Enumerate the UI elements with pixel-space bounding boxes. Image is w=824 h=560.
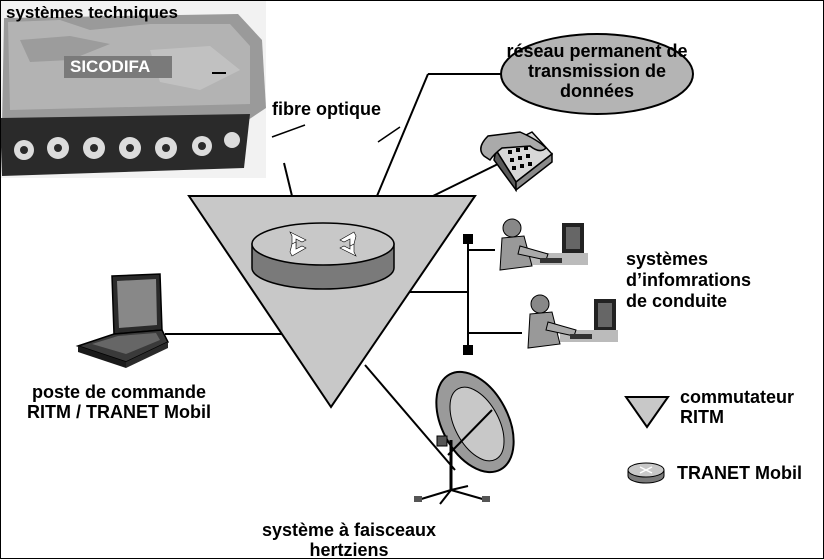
satellite-dish-image bbox=[414, 370, 515, 505]
telephone-image bbox=[480, 131, 554, 193]
sicodifa-label: SICODIFA bbox=[70, 57, 151, 76]
legend-router-label: TRANET Mobil bbox=[677, 463, 802, 483]
network-ellipse bbox=[500, 33, 694, 115]
info-systems-line-3: de conduite bbox=[626, 291, 728, 311]
radio-system-line-2: hertziens bbox=[309, 540, 389, 560]
network-label-line-2: transmission de bbox=[527, 61, 667, 81]
workstation-image-bottom bbox=[522, 292, 619, 356]
network-label: réseau permanent de transmission de donn… bbox=[501, 41, 693, 101]
legend-switch-icon bbox=[624, 396, 670, 429]
fibre-line-right bbox=[377, 126, 401, 143]
radio-system-label: système à faisceaux hertziens bbox=[236, 520, 462, 560]
radio-system-line-1: système à faisceaux bbox=[261, 520, 437, 540]
fibre-line-left bbox=[271, 124, 306, 138]
info-systems-line-2: d’infomrations bbox=[626, 270, 751, 290]
bus-terminator-top bbox=[463, 234, 473, 244]
fibre-optique-label: fibre optique bbox=[272, 99, 381, 119]
info-systems-label: systèmes d’infomrations de conduite bbox=[626, 249, 751, 312]
info-systems-line-1: systèmes bbox=[626, 249, 709, 269]
vehicle-top-label: systèmes techniques bbox=[6, 3, 178, 22]
legend-switch-line-2: RITM bbox=[680, 407, 724, 427]
tranet-router bbox=[251, 222, 395, 290]
line-to-dish bbox=[364, 364, 456, 471]
workstation-image-top bbox=[495, 214, 592, 278]
command-post-line-1: poste de commande bbox=[31, 382, 207, 402]
network-label-line-3: données bbox=[559, 81, 634, 101]
legend-switch-line-1: commutateur bbox=[680, 387, 795, 407]
command-post-label: poste de commande RITM / TRANET Mobil bbox=[6, 382, 232, 422]
line-to-network bbox=[376, 73, 429, 197]
legend-switch-label: commutateur RITM bbox=[680, 387, 794, 427]
laptop-image bbox=[75, 273, 170, 368]
legend-router-icon bbox=[627, 462, 665, 484]
command-post-line-2: RITM / TRANET Mobil bbox=[27, 402, 211, 422]
sicodifa-label-background bbox=[64, 56, 172, 78]
network-label-line-1: réseau permanent de bbox=[506, 41, 688, 61]
bus-terminator-bottom bbox=[463, 345, 473, 355]
line-to-telephone bbox=[432, 162, 501, 197]
line-to-vehicle bbox=[283, 162, 293, 197]
